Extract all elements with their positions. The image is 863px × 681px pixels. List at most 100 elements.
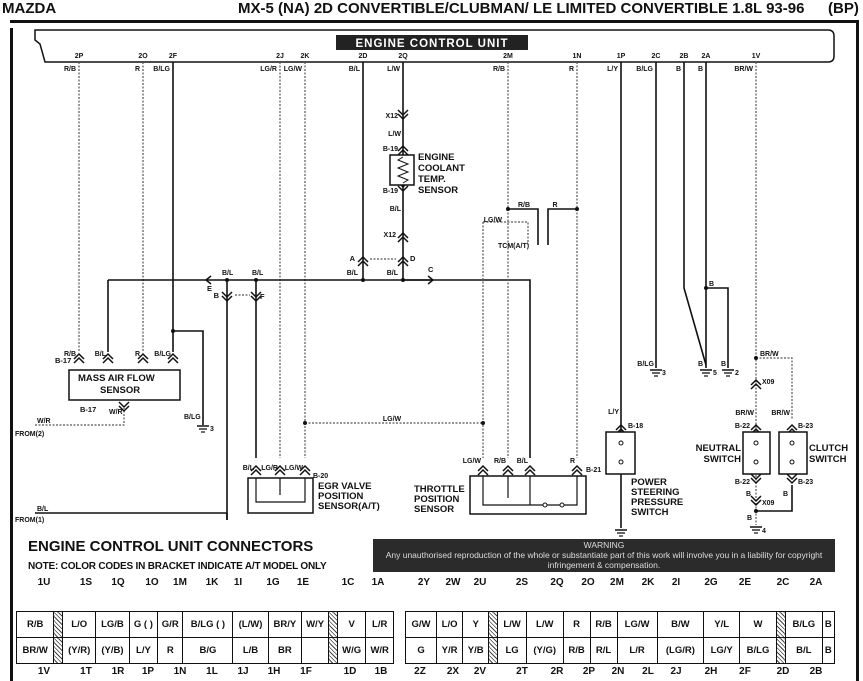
wire-label: B/L [387,270,399,277]
wire-label: B [698,361,703,368]
connector-cell: (L/W) [232,611,269,638]
maf-connector: B-17 [55,356,71,365]
connector-pin-bottom: 1P [141,666,155,677]
ecu-label-bg [336,35,528,50]
from1-wire: B/L [37,506,49,513]
ecu-pin-id: 2B [680,53,689,60]
ect-name: ENGINE [418,152,454,163]
tcm-wire: R [552,202,557,209]
connector-pin-top: 2W [445,577,461,588]
ground-id: 2 [735,370,739,377]
maf-name: MASS AIR FLOW [78,373,155,384]
connector-cell: R/B [589,611,618,638]
connector-cell: L/R [616,637,658,664]
connector-cell: R [562,611,591,638]
connector-cell: B [821,637,836,664]
maf-out-wire: W/R [109,409,123,416]
connector-cell: G [404,637,438,664]
junction-a: A [350,254,356,263]
tps-wire: LG/W [463,458,482,465]
connector-pin-bottom: 2X [446,666,460,677]
connector-cell: L/R [365,611,394,638]
connector-cell: LG/B [95,611,130,638]
ect-name: COOLANT [418,163,465,174]
connector-pin-top: 1O [145,577,159,588]
ect-wire: B/L [390,206,402,213]
junction-b: B [214,291,220,300]
ect-joint: X12 [384,232,397,239]
wire-label: B/LG [637,361,654,368]
clutch-name: SWITCH [809,454,847,465]
connector-pin-bottom: 2H [704,666,718,677]
ecu-pin-wire: B/LG [636,66,653,73]
connector-pin-top: 1Q [111,577,125,588]
connector-pin-bottom: 2V [473,666,487,677]
tps-name: SENSOR [414,504,454,515]
connector-cell: Y/B [462,637,490,664]
tps-wire: R/B [494,458,506,465]
clutch-wire: BR/W [771,410,790,417]
connector-pin-top: 1M [173,577,187,588]
ecu-label: ENGINE CONTROL UNIT [356,38,509,50]
maf-wire: B/LG [154,351,171,358]
connector-pin-bottom: 1L [206,666,218,677]
maf-name: SENSOR [100,385,140,396]
connectors-title: ENGINE CONTROL UNIT CONNECTORS [28,538,314,555]
ecu-pin-id: 2F [169,53,178,60]
connector-pin-top: 2Q [550,577,564,588]
ect-connector: B-19 [383,146,398,153]
ecu-pin-wire: R [569,66,574,73]
ground-id: 5 [713,370,717,377]
ecu-pin-id: 2O [138,53,148,60]
connector-cell: V [336,611,367,638]
connector-cell: B/LG ( ) [182,611,234,638]
connector-cell: BR/Y [267,611,303,638]
connector-cell: Y/L [703,611,741,638]
connector-cell: (Y/B) [95,637,130,664]
connector-pin-top: 2S [515,577,529,588]
connector-pin-top: 2I [671,577,681,588]
ground-id: 3 [210,426,214,433]
connector-cell: G/W [404,611,438,638]
connector-pin-top: 1K [205,577,219,588]
clutch-ground-wire: B [783,491,788,498]
connector-pin-bottom: 2N [611,666,625,677]
ecu-pin-wire: B/LG [153,66,170,73]
connector-cell: L/B [232,637,269,664]
warning-title: WARNING [583,540,625,550]
connector-key-divider [53,637,64,664]
ect-joint: X12 [386,113,399,120]
pss-connector: B-18 [628,423,643,430]
x09-joint: X09 [762,500,775,507]
connector-pin-bottom: 1N [173,666,187,677]
connector-pin-top: 2O [581,577,595,588]
connector-pin-top: 1C [341,577,355,588]
connector-pin-top: 2C [776,577,790,588]
ect-name: TEMP. [418,174,446,185]
connector-cell: BR [267,637,303,664]
pss-wire: L/Y [608,409,619,416]
egr-wire: B/L [243,465,255,472]
tcm-name: TCM(A/T) [498,243,529,250]
neutral-name: SWITCH [704,454,742,465]
connector-pin-bottom: 1J [237,666,249,677]
connector-pin-top: 1I [233,577,243,588]
neutral-box [742,431,771,475]
maf-connector: B-17 [80,405,96,414]
maf-wire: B/L [95,351,107,358]
connector-cell: R/B [562,637,591,664]
connector-pin-top: 1E [296,577,310,588]
ecu-pin-id: 2Q [398,53,408,60]
x09-joint: X09 [762,379,775,386]
connector-pin-bottom: 2J [670,666,682,677]
tps-wire: B/L [517,458,529,465]
wire-label: B [747,515,752,522]
ecu-pin-wire: B/L [349,66,361,73]
wire-label: B [709,281,714,288]
junction-d: D [410,254,416,263]
connector-pin-bottom: 1V [37,666,51,677]
clutch-box [778,431,808,475]
wire-label: B/L [222,270,234,277]
connector-pin-bottom: 1B [374,666,388,677]
